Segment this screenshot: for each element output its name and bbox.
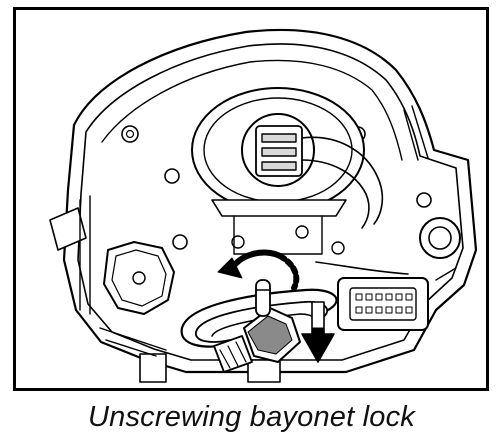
connector-pin-row: [355, 293, 413, 314]
contact-tab-3: [261, 161, 297, 171]
left-adjuster-cover-inner: [111, 249, 167, 307]
mounting-boss-mid-left: [164, 168, 180, 184]
mounting-boss-lower-left: [172, 234, 188, 250]
mounting-boss-right: [416, 192, 432, 208]
electrical-connector-face: [349, 287, 417, 321]
bulb-mount-base: [211, 199, 347, 217]
housing-inner-rim: [77, 43, 464, 361]
lower-tab-center: [247, 359, 281, 383]
bulb-holder-plug-ribs: [219, 341, 247, 369]
wire-harness-upper: [301, 136, 384, 225]
mounting-boss-center: [231, 235, 245, 249]
right-adjuster-outer: [419, 217, 461, 259]
mounting-boss-top-left-hole: [125, 129, 135, 139]
lower-tab-left: [139, 353, 167, 383]
mounting-boss-lower-right: [331, 241, 345, 255]
bulb-wire-loop-outer: [180, 288, 338, 348]
wire-harness-upper-2: [301, 159, 370, 229]
bulb-holder-shading: [247, 315, 293, 355]
mounting-boss-top-left: [121, 125, 139, 143]
contact-tab-1: [261, 133, 297, 143]
counterclockwise-rotation-arrow-icon: [217, 249, 300, 291]
right-adjuster-inner: [428, 226, 452, 250]
right-shell-ribs: [403, 105, 457, 281]
left-adjuster-cover: [103, 241, 175, 315]
left-lower-ledge: [99, 327, 167, 357]
headlamp-housing-drawing: [49, 28, 478, 383]
lower-right-brace: [315, 261, 409, 275]
left-cover-screw: [132, 271, 146, 285]
left-mounting-bracket: [49, 207, 87, 251]
bulb-holder-plug-end: [213, 335, 253, 373]
figure-caption: Unscrewing bayonet lock: [88, 401, 415, 433]
contact-tab-2: [261, 147, 297, 157]
housing-flange: [101, 59, 403, 161]
drawing-frame: [13, 7, 489, 391]
bulb-glass: [255, 279, 271, 317]
mounting-boss-center-right: [295, 225, 309, 239]
down-arrow-icon: [301, 301, 335, 363]
left-vertical-rib: [79, 195, 91, 315]
electrical-connector-housing: [337, 277, 429, 331]
